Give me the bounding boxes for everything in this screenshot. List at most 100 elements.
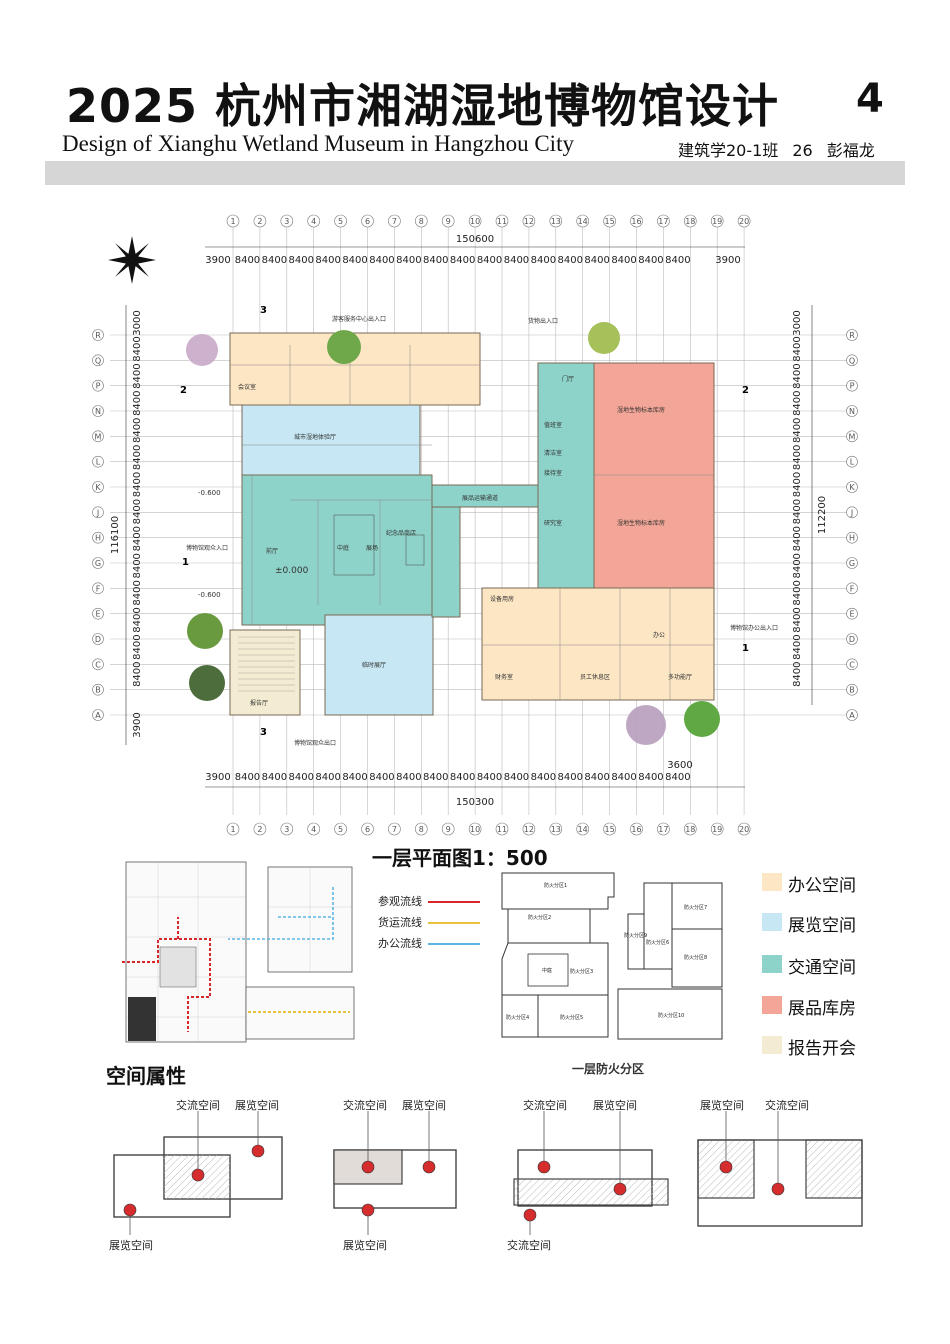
flow-diagram [122,861,355,1043]
dim-right-bay: 8400 [792,418,803,443]
room-multi: 多功能厅 [668,673,692,681]
fire-zone-diagram: 防火分区1 防火分区2 防火分区3 防火分区4 防火分区5 防火分区6 防火分区… [501,872,723,1040]
plan-caption: 一层平面图1：500 [372,846,548,870]
grid-row-label: G [849,559,855,568]
grid-col-label: 9 [446,825,451,834]
grid-col-bubble [414,214,428,228]
dim-top-bay: 8400 [665,255,690,266]
zone-storage [593,362,715,589]
grid-col-bubble [414,822,428,836]
grid-row-label: R [95,331,101,340]
room-guard: 值班室 [544,421,562,429]
flow-line-office [428,943,480,945]
grid-row-label: R [849,331,855,340]
grid-row-bubble [92,531,104,544]
dim-bottom-bay: 8400 [262,772,287,783]
zone-lecture [229,629,301,716]
grid-col-label: 9 [446,217,451,226]
dim-left-bay: 8400 [132,580,143,605]
grid-row-bubble [92,455,104,468]
attr-1-top-right: 展览空间 [235,1098,279,1112]
dim-top-bay: 8400 [477,255,502,266]
grid-col-bubble [307,822,320,836]
attr-3-top-right: 展览空间 [593,1098,637,1112]
grid-col-bubble [522,214,536,228]
dimension-left: 1161003000390084008400840084008400840084… [110,305,143,745]
flow-line-cargo [428,922,480,924]
room-lecture: 报告厅 [250,699,268,707]
grid-row-label: B [95,686,101,695]
fire-zone-label-8: 防火分区8 [684,954,707,961]
page-subtitle: Design of Xianghu Wetland Museum in Hang… [62,131,574,156]
grid-col-bubble [603,822,616,836]
dim-right-bay: 8400 [792,661,803,686]
entrance-museum-exit: 博物馆观众出口 [294,739,336,747]
grid-row-label: C [849,660,855,669]
dim-right-bay: 8400 [792,634,803,659]
legend-label-storage: 展品库房 [788,999,856,1019]
grid-col-bubble [710,822,724,836]
grid-col-label: 16 [631,217,641,226]
dim-left-bay: 8400 [132,634,143,659]
grid-row-bubble [846,557,858,569]
grid-col-bubble [307,214,320,228]
grid-col-bubble [710,214,724,228]
legend-swatch-storage [762,996,782,1014]
dim-left-bay: 8400 [132,336,143,361]
dim-bottom-end: 3900 [205,772,230,783]
grid-col-label: 15 [605,825,615,834]
grid-row-label: L [96,458,101,467]
lecture-seats [238,636,295,692]
grid-col-label: 10 [470,217,480,226]
grid-col-label: 1 [230,825,235,834]
dim-left-bay: 8400 [132,499,143,524]
attribute-diagram-2: 交流空间 展览空间 展览空间 [333,1098,457,1252]
flow-legend-cargo: 货运流线 [378,916,422,929]
grid-col-bubble [361,822,374,836]
grid-row-label: N [95,407,101,416]
fire-zone-label-3: 防火分区3 [570,968,593,975]
room-wetland-hall: 城市湿地体验厅 [294,433,336,441]
room-finance: 财务室 [495,673,513,681]
grid-row-label: P [96,382,101,391]
interior-lines [230,345,714,700]
tree-icon [626,705,666,745]
dim-bottom-bay: 8400 [665,772,690,783]
grid-col-label: 14 [578,217,588,226]
dim-right-bay: 8400 [792,553,803,578]
section-marks: 2 2 1 1 3 3 [180,305,749,738]
room-specimen-store-1: 湿地生物标本库房 [617,406,665,414]
grid-col-label: 4 [311,825,316,834]
attr-1-bottom: 展览空间 [109,1238,153,1252]
grid-col-label: 6 [365,825,370,834]
grid-row-bubble [846,633,858,645]
fire-zone-1 [501,872,615,910]
zone-corridor-2 [431,506,461,618]
grid-row-bubble [846,379,858,392]
flow-lecture-block [128,997,156,1041]
grid-col-label: 17 [658,217,668,226]
fire-zone-5 [537,994,609,1038]
dim-bottom-bay: 8400 [558,772,583,783]
room-plaza: 展场 [366,544,378,552]
tree-icon [588,322,620,354]
grid-row-bubble [92,607,104,620]
attribute-diagram-3: 交流空间 展览空间 交流空间 [507,1098,669,1252]
grid-row-bubble [846,329,858,341]
dim-right-bay: 8400 [792,607,803,632]
attr-3-bottom: 交流空间 [507,1238,551,1252]
room-hall: 门厅 [562,375,574,383]
dim-right-edge: 3000 [792,310,803,335]
dim-top-bay: 8400 [531,255,556,266]
room-foyer: 前厅 [266,547,278,555]
room-reception: 接待室 [544,469,562,477]
grid-col-label: 6 [365,217,370,226]
attr-2-top-left: 交流空间 [343,1098,387,1112]
grid-col-label: 19 [712,217,722,226]
fire-zone-label-6: 防火分区6 [646,939,669,946]
grid-row-label: N [849,407,855,416]
grid-col-bubble [441,214,455,228]
grid-col-label: 20 [739,825,749,834]
grid-col-label: 3 [284,217,289,226]
